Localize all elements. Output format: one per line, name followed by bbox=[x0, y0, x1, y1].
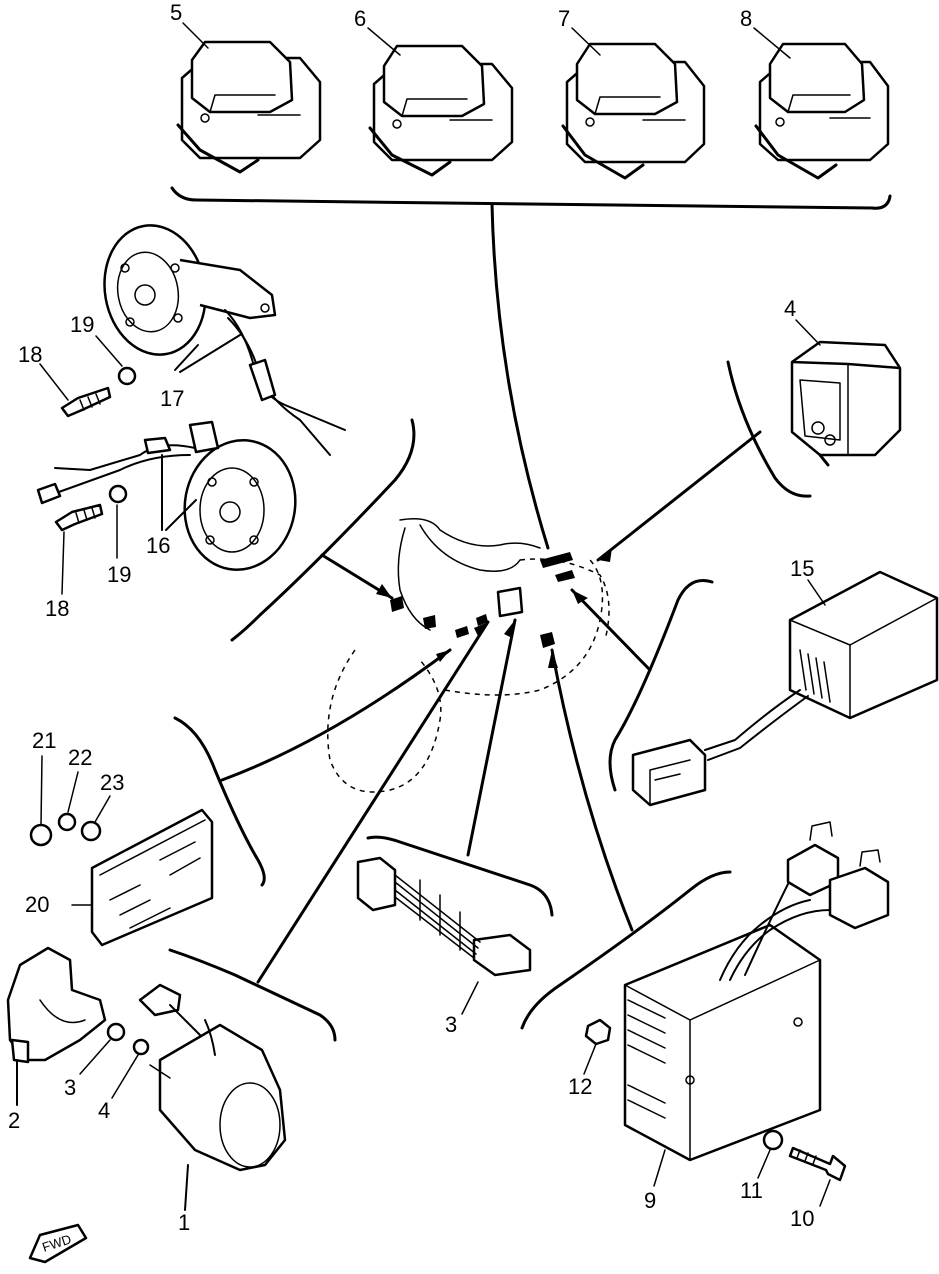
label-10: 10 bbox=[790, 1206, 814, 1231]
bolt-18-upper bbox=[60, 386, 112, 418]
horn-16 bbox=[36, 420, 297, 571]
fwd-arrow-icon: FWD bbox=[28, 1223, 88, 1264]
relay-5 bbox=[176, 40, 322, 174]
label-19-lower: 19 bbox=[107, 562, 131, 587]
label-22: 22 bbox=[68, 745, 92, 770]
label-21: 21 bbox=[32, 728, 56, 753]
label-6: 6 bbox=[354, 6, 366, 31]
relay-8 bbox=[754, 42, 890, 180]
relay-6 bbox=[368, 44, 514, 177]
wire-harness-connector-3 bbox=[356, 856, 532, 977]
bolt-10 bbox=[788, 1146, 847, 1182]
washer-3-lower bbox=[106, 1022, 126, 1042]
label-12: 12 bbox=[568, 1074, 592, 1099]
label-23: 23 bbox=[100, 770, 124, 795]
label-18-upper: 18 bbox=[18, 342, 42, 367]
label-3-lower: 3 bbox=[64, 1075, 76, 1100]
washer-23 bbox=[80, 820, 102, 842]
label-1: 1 bbox=[178, 1210, 190, 1235]
label-8: 8 bbox=[740, 6, 752, 31]
label-7: 7 bbox=[558, 6, 570, 31]
washer-11 bbox=[762, 1129, 784, 1151]
motorcycle-outline bbox=[327, 518, 610, 793]
washer-19-upper bbox=[117, 366, 137, 386]
nut-4 bbox=[132, 1038, 150, 1056]
starter-relay-1 bbox=[138, 983, 287, 1172]
label-19-upper: 19 bbox=[70, 312, 94, 337]
nut-12 bbox=[584, 1018, 612, 1046]
label-9: 9 bbox=[644, 1188, 656, 1213]
flasher-unit-15 bbox=[631, 570, 939, 807]
label-11: 11 bbox=[740, 1178, 763, 1203]
label-5: 5 bbox=[170, 0, 182, 25]
relay-14 bbox=[790, 340, 902, 467]
label-4: 4 bbox=[98, 1098, 110, 1123]
bolt-18-lower bbox=[54, 503, 104, 532]
horn-17 bbox=[103, 224, 346, 456]
label-16: 16 bbox=[146, 533, 170, 558]
label-4-relay: 4 bbox=[784, 296, 796, 321]
label-20: 20 bbox=[25, 892, 49, 917]
switch-2 bbox=[6, 946, 107, 1064]
rectifier-regulator-9 bbox=[623, 821, 890, 1162]
reflector-20 bbox=[90, 808, 214, 947]
label-15: 15 bbox=[790, 556, 814, 581]
label-3-center: 3 bbox=[445, 1012, 457, 1037]
washer-19-lower bbox=[108, 484, 128, 504]
label-18-lower: 18 bbox=[45, 596, 69, 621]
relay-7 bbox=[561, 42, 706, 180]
washer-22 bbox=[57, 812, 77, 832]
label-2: 2 bbox=[8, 1108, 20, 1133]
nut-21 bbox=[29, 823, 53, 847]
label-17: 17 bbox=[160, 386, 184, 411]
